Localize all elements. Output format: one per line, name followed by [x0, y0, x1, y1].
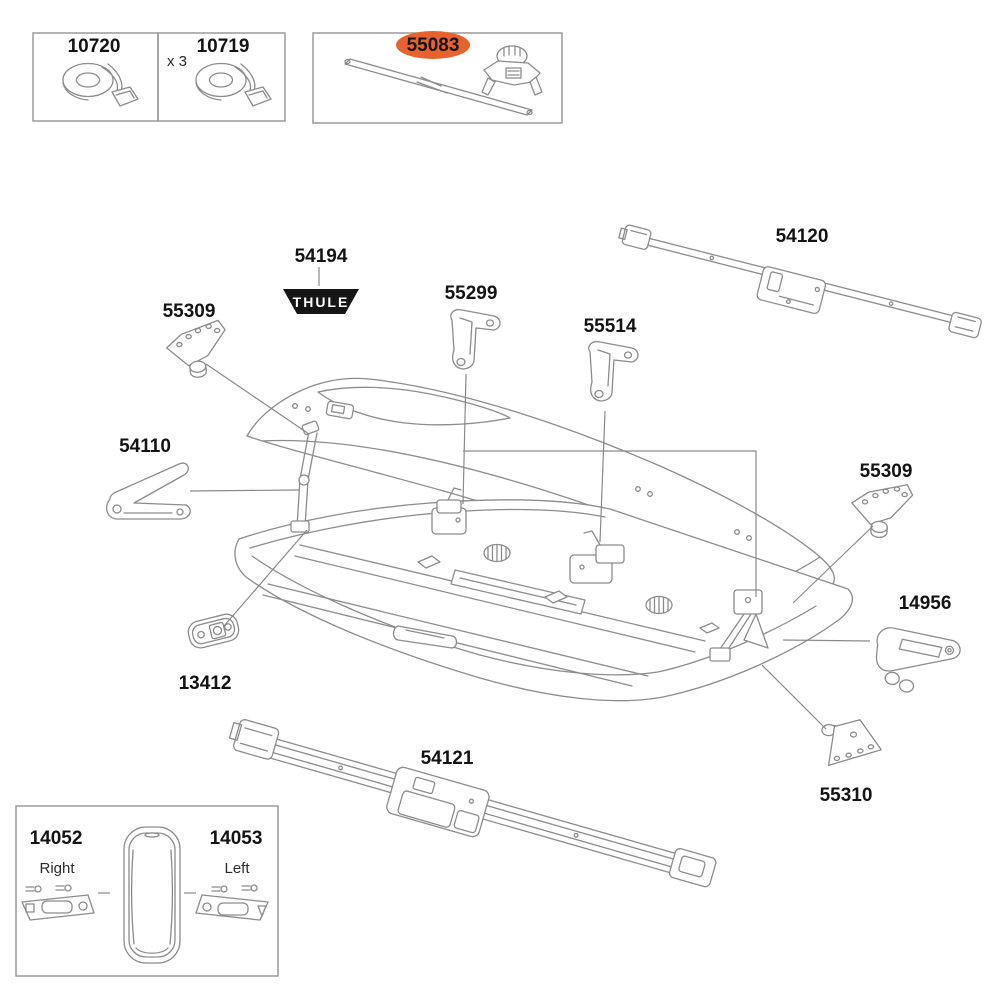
part-label-14956[interactable]: 14956	[898, 593, 952, 614]
highlight-ellipse	[396, 31, 470, 59]
bracket-drawing-55309-right	[851, 484, 914, 539]
kit-box-endcaps	[15, 805, 279, 977]
endcap-drawing-14052	[21, 884, 95, 921]
part-label-55309-right[interactable]: 55309	[859, 461, 913, 482]
qty-label-10719: x 3	[166, 53, 188, 70]
strap-drawing-10719	[195, 62, 272, 107]
roofbox-base-drawing	[234, 499, 854, 702]
part-label-10720[interactable]: 10720	[67, 36, 121, 57]
leader-lines	[189, 267, 874, 730]
lifter-drawing-55299	[450, 308, 501, 370]
bar-drawing-54120	[618, 224, 982, 339]
knob-drawing-2	[645, 595, 673, 615]
part-label-55299[interactable]: 55299	[444, 283, 498, 304]
strap-drawing-10720	[62, 62, 139, 107]
part-label-14052[interactable]: 14052	[29, 828, 83, 849]
lifter-drawing-55514	[588, 340, 639, 402]
part-label-10719[interactable]: 10719	[196, 36, 250, 57]
part-label-55083[interactable]: 55083	[406, 35, 460, 56]
clamp-drawing-14956	[875, 627, 961, 693]
plate-drawing-13412	[187, 613, 240, 649]
part-label-55514[interactable]: 55514	[583, 316, 637, 337]
latch-rear-drawing	[709, 589, 769, 662]
part-label-14053[interactable]: 14053	[209, 828, 263, 849]
part-label-54121[interactable]: 54121	[420, 748, 474, 769]
clamp-drawing-55083	[481, 45, 543, 96]
knob-drawing-1	[483, 543, 511, 563]
part-label-55310[interactable]: 55310	[819, 785, 873, 806]
part-label-54110[interactable]: 54110	[119, 436, 171, 457]
latch-front-drawing	[431, 487, 467, 535]
thule-badge	[283, 289, 359, 314]
kit-box-strap3	[157, 32, 286, 122]
bar-drawing-54121	[228, 719, 717, 888]
thule-logo-text: THULE	[292, 294, 350, 310]
roofbox-top-view-drawing	[123, 826, 181, 964]
part-label-13412[interactable]: 13412	[178, 673, 232, 694]
endcap-drawing-14053	[195, 884, 269, 921]
latch-mid-drawing	[569, 530, 625, 584]
part-label-55309-left[interactable]: 55309	[162, 301, 216, 322]
rod-drawing-55083	[344, 58, 533, 116]
part-label-54194[interactable]: 54194	[294, 246, 348, 267]
lidstay-drawing-54110	[105, 462, 191, 520]
side-label-left: Left	[224, 860, 250, 877]
bracket-drawing-55310	[821, 719, 882, 766]
lid-stay-strut-drawing	[290, 420, 320, 533]
part-label-54120[interactable]: 54120	[775, 226, 829, 247]
side-label-right: Right	[39, 860, 75, 877]
bracket-drawing-55309-left	[166, 319, 226, 378]
